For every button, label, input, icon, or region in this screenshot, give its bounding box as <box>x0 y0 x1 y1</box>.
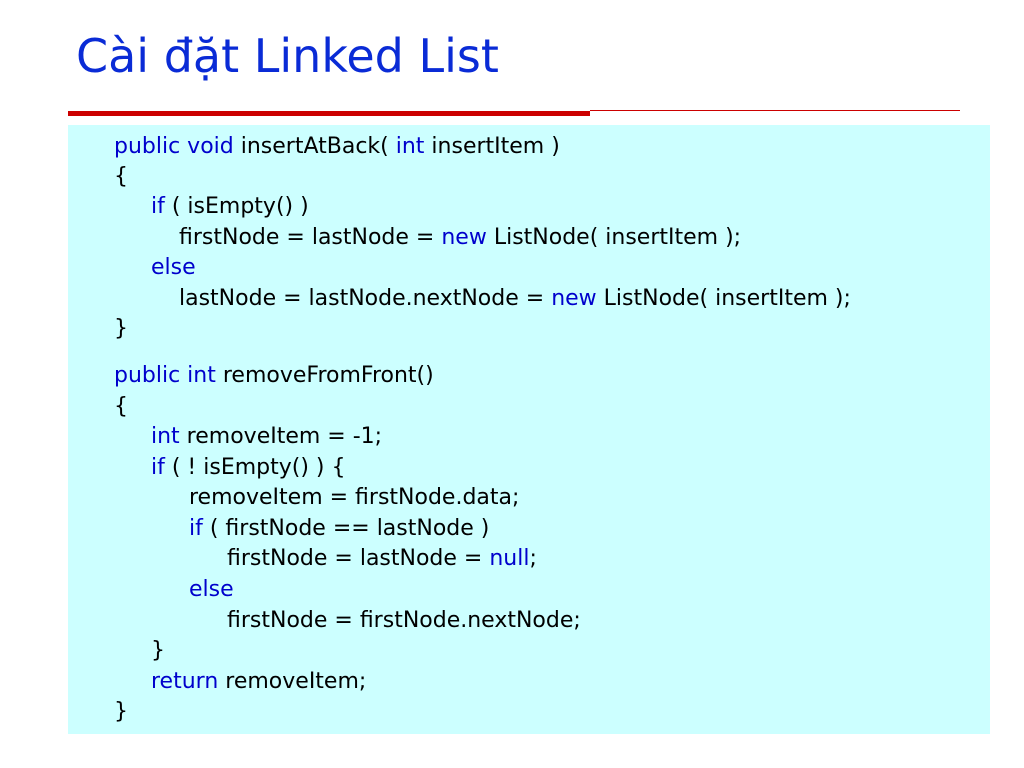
code-block <box>68 125 990 734</box>
code-keyword: public void <box>114 134 234 159</box>
code-line: if ( isEmpty() ) <box>151 192 309 222</box>
code-text: firstNode = lastNode = <box>179 225 442 250</box>
code-line: } <box>114 697 128 727</box>
code-line: else <box>151 253 196 283</box>
code-line: int removeItem = -1; <box>151 422 382 452</box>
code-keyword: public int <box>114 363 216 388</box>
code-line: if ( ! isEmpty() ) { <box>151 453 346 483</box>
code-line: else <box>189 575 234 605</box>
code-keyword: new <box>551 286 597 311</box>
code-text: ( ! isEmpty() ) { <box>164 455 346 480</box>
code-line: { <box>114 162 128 192</box>
code-line: firstNode = lastNode = null; <box>227 544 537 574</box>
code-text: } <box>151 638 165 663</box>
slide-title: Cài đặt Linked List <box>76 29 499 83</box>
code-keyword: if <box>151 455 165 480</box>
code-text: firstNode = firstNode.nextNode; <box>227 608 581 633</box>
code-text: insertItem ) <box>424 134 560 159</box>
code-text: } <box>114 316 128 341</box>
code-text: { <box>114 394 128 419</box>
code-line: if ( firstNode == lastNode ) <box>189 514 489 544</box>
code-text: removeItem = firstNode.data; <box>189 485 520 510</box>
code-line: return removeItem; <box>151 667 366 697</box>
code-keyword: else <box>189 577 234 602</box>
code-keyword: null <box>489 546 530 571</box>
code-line: firstNode = lastNode = new ListNode( ins… <box>179 223 741 253</box>
code-text: ListNode( insertItem ); <box>596 286 851 311</box>
code-keyword: if <box>189 516 203 541</box>
code-text: ; <box>529 546 537 571</box>
code-text: ( firstNode == lastNode ) <box>202 516 490 541</box>
code-line: } <box>151 636 165 666</box>
code-keyword: return <box>151 669 219 694</box>
code-keyword: new <box>441 225 487 250</box>
code-keyword: int <box>395 134 425 159</box>
code-line: } <box>114 314 128 344</box>
code-keyword: else <box>151 255 196 280</box>
code-line: firstNode = firstNode.nextNode; <box>227 606 581 636</box>
code-text: insertAtBack( <box>233 134 396 159</box>
code-line: lastNode = lastNode.nextNode = new ListN… <box>179 284 851 314</box>
code-text: removeItem = -1; <box>179 424 383 449</box>
code-line: public void insertAtBack( int insertItem… <box>114 132 560 162</box>
code-text: } <box>114 699 128 724</box>
title-underline-thin <box>590 110 960 111</box>
title-underline-thick <box>68 111 590 116</box>
code-line: removeItem = firstNode.data; <box>189 483 519 513</box>
code-line: public int removeFromFront() <box>114 361 434 391</box>
code-text: removeFromFront() <box>215 363 434 388</box>
code-keyword: if <box>151 194 165 219</box>
code-text: ( isEmpty() ) <box>164 194 309 219</box>
code-text: { <box>114 164 128 189</box>
code-keyword: int <box>151 424 180 449</box>
code-text: ListNode( insertItem ); <box>486 225 742 250</box>
code-text: removeItem; <box>218 669 367 694</box>
code-text: firstNode = lastNode = <box>227 546 490 571</box>
code-text: lastNode = lastNode.nextNode = <box>179 286 552 311</box>
code-line: { <box>114 392 128 422</box>
